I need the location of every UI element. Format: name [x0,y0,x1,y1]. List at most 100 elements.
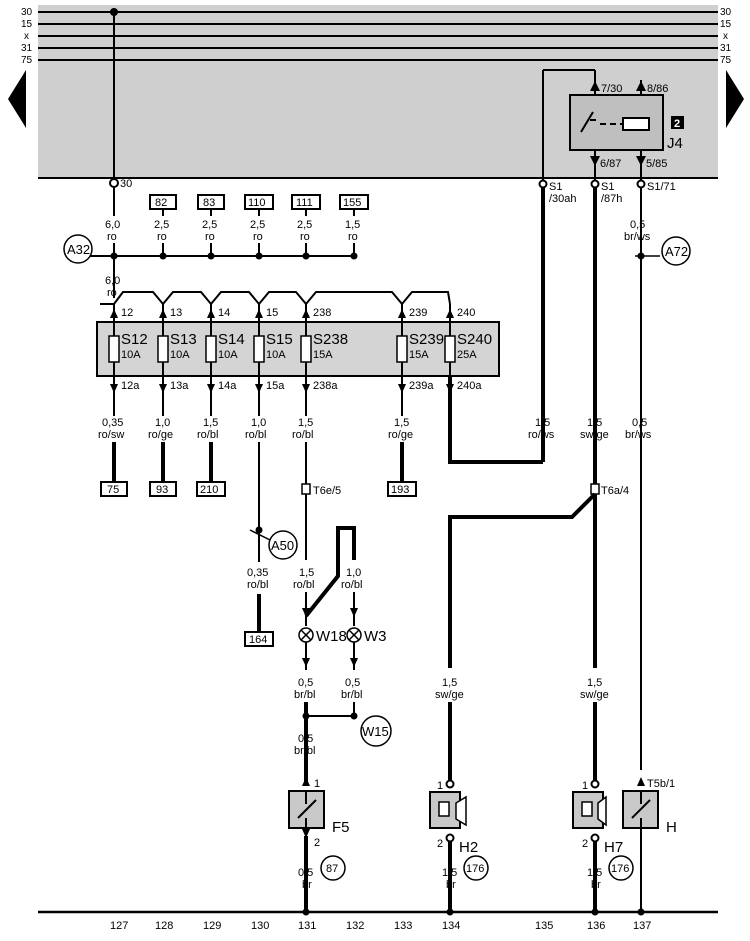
wire-fo-gauge-1: 1,0 [155,417,170,429]
w18-out-arrow [302,658,310,667]
terminal-164: 164 [249,634,267,646]
wire-bottom-color-1: br [446,879,456,891]
fuse-out-240a: 240a [457,380,482,392]
fuse-out-14a: 14a [218,380,237,392]
bus-label-75-right: 75 [720,55,732,66]
f5-out-arrow [302,829,310,838]
wire-fo-gauge-8: 0,5 [632,417,647,429]
wire-fo-gauge-5: 1,5 [394,417,409,429]
bus-label-30-left: 30 [21,7,33,18]
wire-top-color-0: ro [107,231,117,243]
switch-F5-icon [288,790,325,829]
lamp-W18-icon [298,627,314,643]
fuse-in-240: 240 [457,307,475,319]
component-F5: F5 [332,819,350,836]
fuse-out-239a: 239a [409,380,434,392]
terminal-75: 75 [107,484,119,496]
fuse-S239-name: S239 [409,331,444,348]
wire-top-color-5: ro [348,231,358,243]
wire-fo-color-4: ro/bl [292,429,313,441]
plug-T6e5-label: T6e/5 [313,485,341,497]
fuse-out-12a: 12a [121,380,140,392]
wire-h2-in-color: sw/ge [435,689,464,701]
pin30-terminal [109,178,119,188]
terminal-83: 83 [203,197,215,209]
bus-lines [38,11,718,61]
wire-240a-route [448,376,543,464]
f5-pin-bot: 2 [314,837,320,849]
wire-w3-out-gauge: 0,5 [345,677,360,689]
switch-H-icon [622,790,659,829]
terminal-164-box [244,631,274,647]
wire-feed-gauge: 6,0 [105,275,120,287]
plug-T6a4-icon [590,483,600,495]
connector-A50-tick [249,529,271,541]
wire-w18-in-gauge: 1,5 [299,567,314,579]
h7-pin-bot: 2 [582,838,588,850]
fuse-out-238a: 238a [313,380,338,392]
f5-pin-top: 1 [314,778,320,790]
fuse-S238-rating: 15A [313,349,333,361]
bus-label-15-left: 15 [21,19,33,30]
connector-176-a [463,855,489,881]
fuse-S240-rating: 25A [457,349,477,361]
fuse-S14-name: S14 [218,331,245,348]
bus-label-15-right: 15 [720,19,732,30]
wire-fo-color-6: ro/ws [528,429,555,441]
wire-top-gauge-5: 1,5 [345,219,360,231]
fuse-S240-name: S240 [457,331,492,348]
bus-label-31-right: 31 [720,43,732,54]
wire-top-gauge-3: 2,5 [250,219,265,231]
w3-in-arrow [350,608,358,617]
wires-top-stubs [162,209,355,216]
terminal-82: 82 [155,197,167,209]
wire-f5-in-color: br/bl [294,745,315,757]
connector-A32-label: A32 [67,242,90,257]
relay-pin-8-86: 8/86 [647,83,668,95]
terminal-111: 111 [296,197,313,209]
fuse-in-14: 14 [218,307,230,319]
w3-out-arrow [350,658,358,667]
a32-bus-dots [110,252,358,260]
connector-176-a-label: 176 [466,863,484,875]
wire-bottom-color-2: br [591,879,601,891]
wire-w3-in-gauge: 1,0 [346,567,361,579]
fuse-S12-rating: 10A [121,349,141,361]
connector-176-b-label: 176 [611,863,629,875]
relay-out-node-3 [636,179,646,189]
lamp-W18-label: W18 [316,628,347,645]
relay-number: 2 [674,118,680,130]
wire-fo-color-2: ro/bl [197,429,218,441]
wire-fo-color-1: ro/ge [148,429,173,441]
f5-in-arrow [302,777,310,786]
wire-top-gauge-1: 2,5 [154,219,169,231]
wire-fo-gauge-4: 1,5 [298,417,313,429]
col-135: 135 [535,920,553,932]
horn-H2-icon [429,791,467,829]
fuse-elements [108,335,456,363]
connector-A32 [63,234,93,264]
h2-pin-top: 1 [437,780,443,792]
fuse-in-12: 12 [121,307,133,319]
page-prev-arrow-icon[interactable] [8,70,26,128]
relay-number-box [671,116,684,129]
h7-pin-bot-dot [590,833,600,843]
wire-fo-color-7: sw/ge [580,429,609,441]
wire-a50-color: ro/bl [247,579,268,591]
terminal-93: 93 [156,484,168,496]
wire-w18-out-gauge: 0,5 [298,677,313,689]
relay-out-node-1 [538,179,548,189]
connector-A50 [268,530,298,560]
fuse-element-leads [113,322,451,376]
col-132: 132 [346,920,364,932]
fuse-S239-rating: 15A [409,349,429,361]
col-131: 131 [298,920,316,932]
fuse-S13-rating: 10A [170,349,190,361]
relay-name: J4 [667,135,683,152]
page-next-arrow-icon[interactable] [726,70,744,128]
wire-T6a4-to-H2 [448,492,597,668]
component-H2: H2 [459,839,478,856]
wire-fo-color-5: ro/ge [388,429,413,441]
wire-fo-color-8: br/ws [625,429,652,441]
